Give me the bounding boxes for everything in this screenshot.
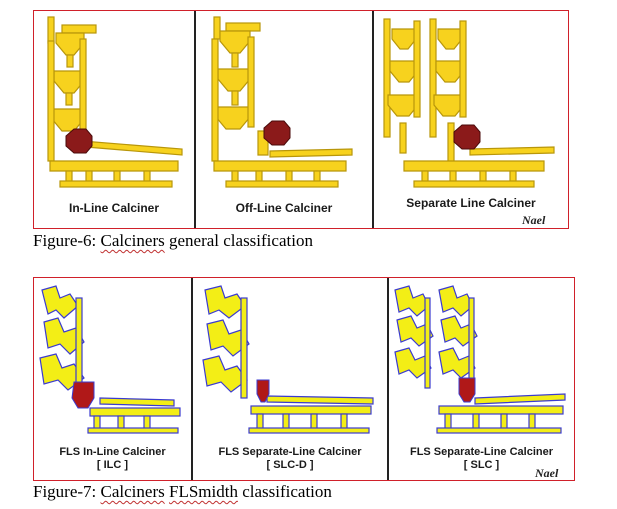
fig7-panel-slc-d: FLS Separate-Line Calciner [ SLC-D ] [191, 278, 387, 480]
off-line-calciner-vessel [263, 120, 291, 146]
figure-7-caption: Figure-7: Calciners FLSmidth classificat… [33, 482, 332, 502]
figure-6-frame: In-Line Calciner [33, 10, 569, 229]
fig7-label-ilc-line2: [ ILC ] [96, 459, 129, 471]
fig7-caption-rest: classification [237, 482, 332, 501]
fig7-panel-ilc: FLS In-Line Calciner [ ILC ] [34, 278, 191, 480]
fig6-label-separate-line: Separate Line Calciner [406, 196, 536, 210]
fig6-caption-word: Calciners [100, 231, 165, 250]
fig6-label-in-line: In-Line Calciner [68, 201, 160, 215]
fig6-label-off-line: Off-Line Calciner [235, 201, 333, 215]
fls-ilc-diagram [39, 285, 181, 434]
fig7-label-slc-d-line2: [ SLC-D ] [266, 459, 314, 471]
off-line-calciner-diagram [211, 16, 353, 188]
fls-slc-calciner-vessel [458, 377, 476, 403]
fls-ilc-calciner-vessel [71, 381, 95, 409]
separate-line-calciner-vessel [453, 124, 481, 150]
fig7-label-ilc-line1: FLS In-Line Calciner [59, 446, 166, 458]
in-line-calciner-diagram [47, 16, 183, 188]
fig6-caption-rest: general classification [164, 231, 313, 250]
fig7-caption-word2: FLSmidth [168, 482, 238, 501]
fig6-panel-in-line: In-Line Calciner [34, 11, 194, 228]
figure-7-frame: FLS In-Line Calciner [ ILC ] FLS Separat… [33, 277, 575, 481]
fig7-signature: Nael [535, 466, 559, 480]
in-line-calciner-vessel [65, 128, 93, 154]
fig6-panel-off-line: Off-Line Calciner [194, 11, 372, 228]
fig7-panel-slc: FLS Separate-Line Calciner [ SLC ] Nael [387, 278, 574, 480]
fig6-signature: Nael [522, 213, 546, 227]
fig7-caption-prefix: Figure-7: [33, 482, 101, 501]
fig6-panel-separate-line: Separate Line Calciner Nael [372, 11, 568, 228]
fig7-label-slc-d-line1: FLS Separate-Line Calciner [218, 446, 362, 458]
fig6-caption-prefix: Figure-6: [33, 231, 101, 250]
fls-slc-d-calciner-vessel [256, 379, 270, 403]
fls-slc-diagram [394, 285, 566, 434]
fls-slc-d-diagram [202, 285, 374, 434]
fig7-label-slc-line1: FLS Separate-Line Calciner [409, 446, 554, 458]
separate-line-calciner-diagram [383, 18, 555, 188]
fig7-label-slc-line2: [ SLC ] [463, 459, 500, 471]
fig7-caption-word: Calciners [100, 482, 165, 501]
figure-6-caption: Figure-6: Calciners general classificati… [33, 231, 313, 251]
